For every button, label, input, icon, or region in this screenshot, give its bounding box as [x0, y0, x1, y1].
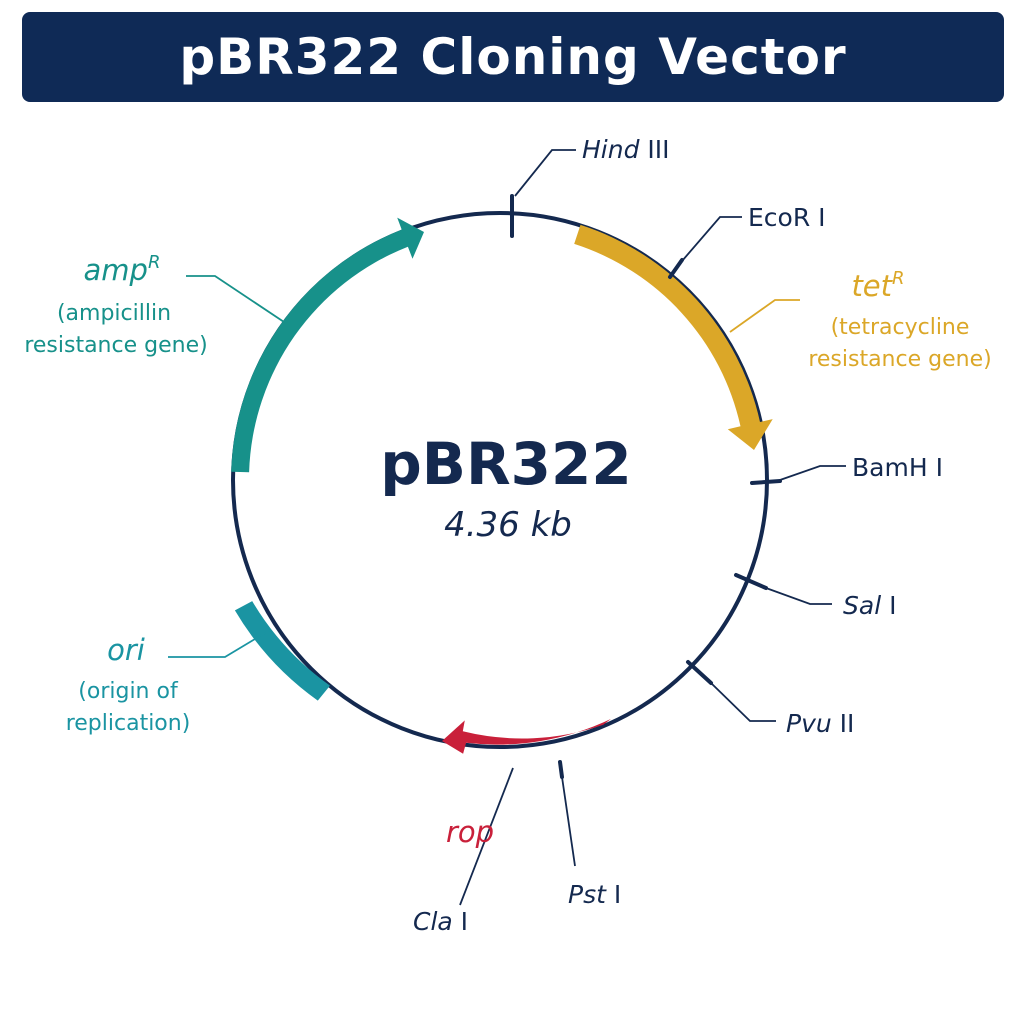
gene-label-tetR: tetR [851, 268, 904, 303]
pvuII-tick [686, 660, 713, 685]
plasmid-size: 4.36 kb [444, 505, 572, 545]
tetR-leader [729, 299, 800, 333]
ori-leader [168, 629, 271, 658]
tetR-desc-line2: resistance gene) [808, 347, 991, 372]
site-label-pstI: Pst I [568, 880, 621, 909]
pstI-tick [558, 760, 564, 779]
site-label-ecoRI: EcoR I [748, 203, 826, 232]
hindIII-leader [514, 149, 576, 197]
plasmid-name: pBR322 [380, 430, 631, 498]
bamHI-tick [750, 479, 782, 485]
gene-label-ampR: ampR [84, 252, 161, 287]
ampR-arrow [231, 217, 424, 473]
site-label-hindIII: Hind III [582, 135, 670, 164]
site-label-pvuII: Pvu II [786, 709, 854, 738]
pvuII-leader [710, 682, 776, 722]
title-banner: pBR322 Cloning Vector [22, 12, 1004, 102]
page-title: pBR322 Cloning Vector [179, 28, 847, 86]
ampR-desc-line2: resistance gene) [24, 333, 207, 358]
pstI-leader [561, 776, 576, 867]
ori-desc-line2: replication) [66, 711, 191, 736]
rop-arrow [442, 718, 611, 754]
gene-label-ori: ori [107, 633, 145, 667]
ampR-leader [186, 275, 285, 323]
salI-leader [765, 587, 832, 605]
site-label-salI: Sal I [843, 591, 896, 620]
tetR-desc-line1: (tetracycline [831, 315, 970, 340]
tetR-arrow [574, 224, 773, 450]
claI-leader [459, 767, 514, 906]
bamHI-leader [779, 465, 846, 481]
salI-tick [734, 573, 768, 590]
ampR-desc-line1: (ampicillin [57, 301, 171, 326]
ecoRI-leader [675, 216, 742, 269]
site-label-bamHI: BamH I [852, 453, 943, 482]
gene-label-rop: rop [446, 815, 494, 849]
ori-desc-line1: (origin of [78, 679, 179, 704]
site-label-claI: Cla I [413, 907, 468, 936]
leader-lines [168, 149, 846, 906]
ori-block [234, 601, 330, 701]
